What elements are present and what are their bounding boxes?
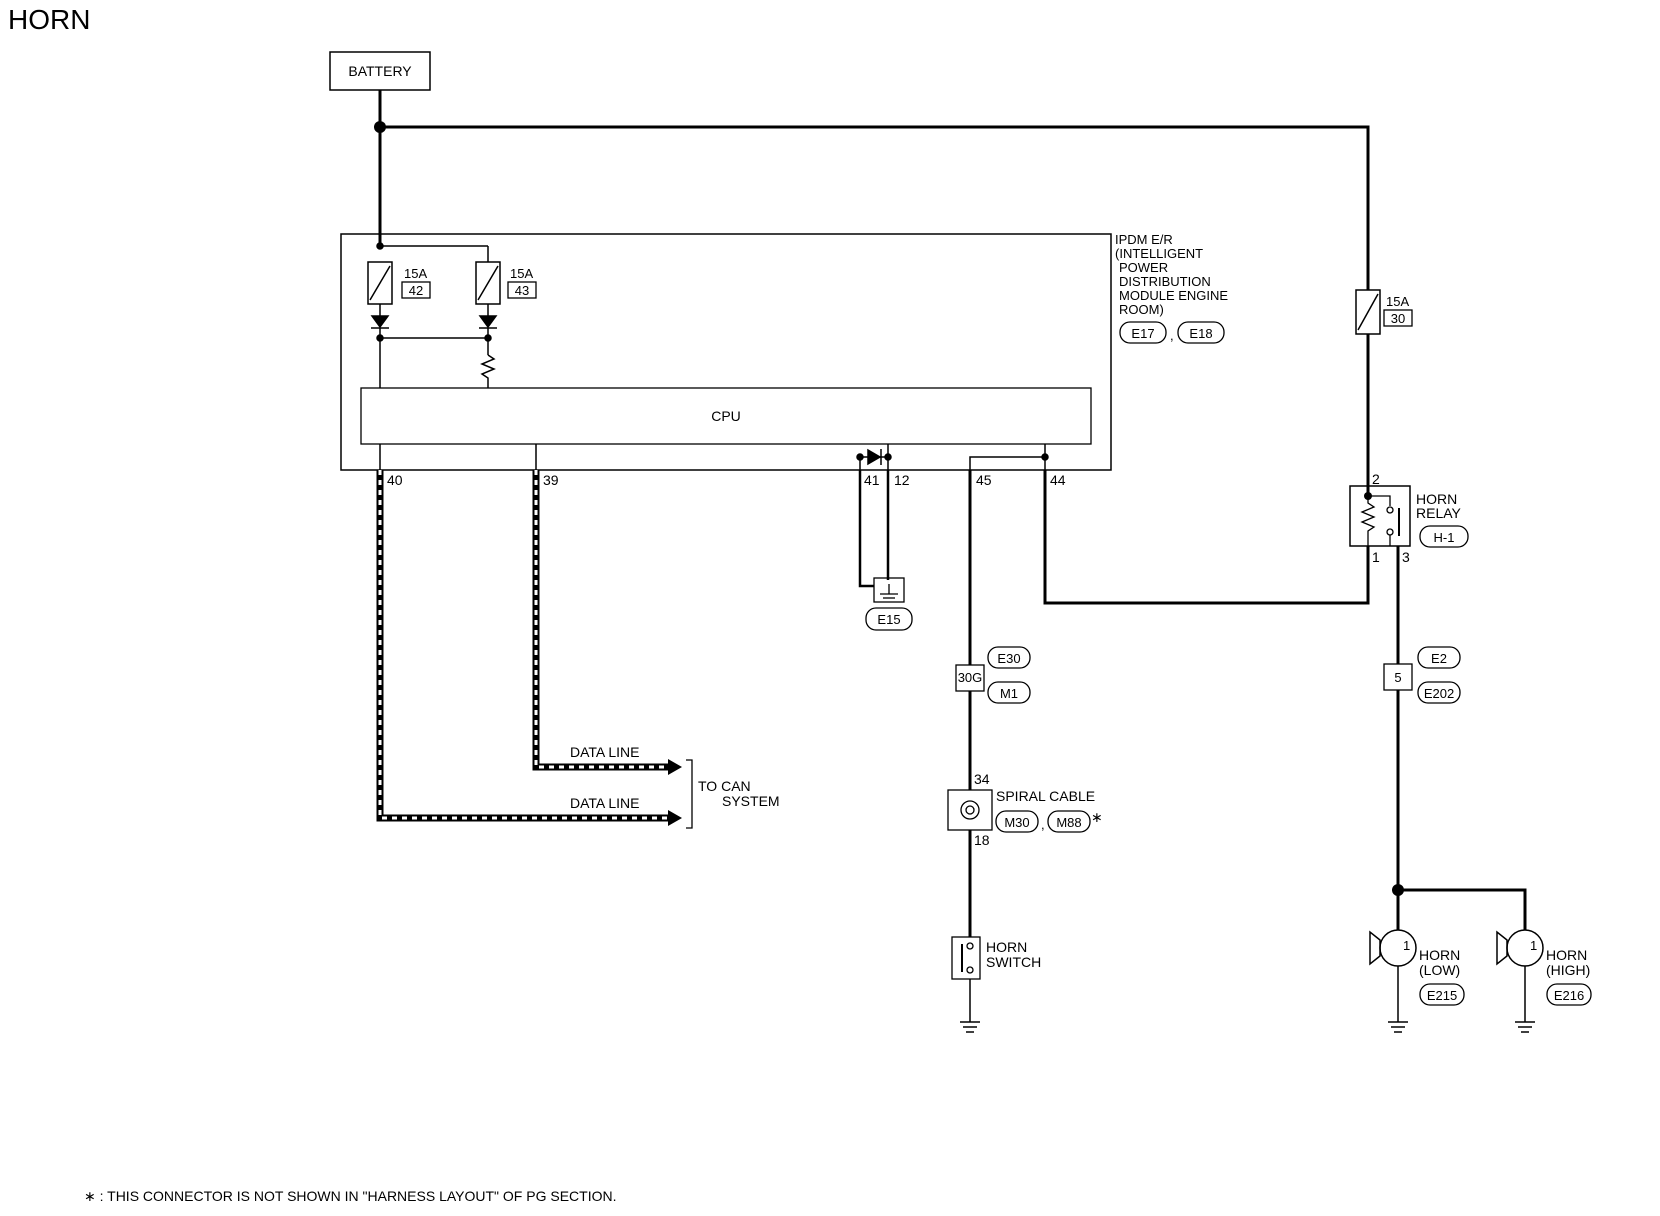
internal-fuses — [367, 242, 501, 388]
fuse-42-label: 15A 42 — [401, 266, 431, 299]
svg-text:,: , — [1041, 817, 1045, 832]
fuse-42-rating: 15A — [404, 266, 427, 281]
fuse-43-rating: 15A — [510, 266, 533, 281]
ipdm-line-5: ROOM) — [1119, 302, 1164, 317]
battery: BATTERY — [329, 51, 431, 91]
horn-low-line-0: HORN — [1419, 947, 1460, 963]
cpu-label: CPU — [711, 408, 741, 424]
junction-e30-pin: 30G — [958, 670, 983, 685]
data-line-1-label: DATA LINE — [570, 744, 640, 760]
horn-high-connector: E216 — [1554, 988, 1584, 1003]
pin-41: 41 — [864, 472, 880, 488]
horn-relay — [1043, 470, 1527, 930]
junction-e30-top: E30 — [997, 651, 1020, 666]
cpu-pin-leads — [379, 444, 1049, 470]
horn-relay-label: 2 1 3 HORN RELAY H-1 — [1372, 471, 1469, 565]
pin-44: 44 — [1050, 472, 1066, 488]
ipdm-label: IPDM E/R (INTELLIGENT POWER DISTRIBUTION… — [1115, 232, 1228, 317]
ipdm-line-4: MODULE ENGINE — [1119, 288, 1228, 303]
page-title: HORN — [8, 4, 91, 35]
to-can-line-1: SYSTEM — [722, 793, 780, 809]
horn-relay-line-0: HORN — [1416, 491, 1457, 507]
junction-e30-bottom: M1 — [1000, 686, 1018, 701]
data-line-2-label: DATA LINE — [570, 795, 640, 811]
spiral-pin-top: 34 — [974, 771, 990, 787]
ipdm-line-1: (INTELLIGENT — [1115, 246, 1203, 261]
ground-e15 — [858, 470, 913, 631]
horn-relay-line-1: RELAY — [1416, 505, 1462, 521]
ipdm-er-box — [340, 233, 1112, 471]
spiral-cable: 34 18 SPIRAL CABLE M30 , M88 ∗ — [974, 771, 1103, 848]
fuse-30-number: 30 — [1391, 311, 1405, 326]
relay-pin-3: 3 — [1402, 549, 1410, 565]
horn-switch-circuit — [947, 470, 993, 1033]
horn-relay-connector: H-1 — [1434, 530, 1455, 545]
spiral-connector-m88: M88 — [1056, 815, 1081, 830]
pin-40: 40 — [387, 472, 403, 488]
horn-low-label: 1 HORN (LOW) E215 — [1403, 938, 1465, 1006]
horn-low — [1369, 929, 1417, 1033]
spiral-connector-m30: M30 — [1004, 815, 1029, 830]
ipdm-line-3: DISTRIBUTION — [1119, 274, 1211, 289]
ipdm-pins: 40 39 41 12 45 44 — [387, 472, 1066, 488]
horn-high-line-0: HORN — [1546, 947, 1587, 963]
junction-e2: 5 E2 E202 — [1394, 646, 1461, 704]
ipdm-connector-e18: E18 — [1189, 326, 1212, 341]
horn-high-pin: 1 — [1530, 938, 1537, 953]
fuse-42-number: 42 — [409, 283, 423, 298]
svg-text:,: , — [1170, 328, 1174, 343]
spiral-cable-label: SPIRAL CABLE — [996, 788, 1095, 804]
fuse-43-label: 15A 43 — [507, 266, 537, 299]
junction-e30: 30G E30 M1 — [958, 646, 1031, 704]
horn-low-pin: 1 — [1403, 938, 1410, 953]
ipdm-line-2: POWER — [1119, 260, 1168, 275]
horn-low-connector: E215 — [1427, 988, 1457, 1003]
footnote: ∗ : THIS CONNECTOR IS NOT SHOWN IN "HARN… — [84, 1188, 617, 1204]
pin-45: 45 — [976, 472, 992, 488]
to-can-line-0: TO CAN — [698, 778, 751, 794]
junction-e2-pin: 5 — [1394, 670, 1401, 685]
can-data-lines — [376, 470, 693, 829]
junction-e2-bottom: E202 — [1424, 686, 1454, 701]
ground-e15-label: E15 — [877, 612, 900, 627]
spiral-pin-bottom: 18 — [974, 832, 990, 848]
fuse-30-label: 15A 30 — [1383, 294, 1413, 327]
ipdm-line-0: IPDM E/R — [1115, 232, 1173, 247]
relay-pin-2: 2 — [1372, 471, 1380, 487]
horn-low-line-1: (LOW) — [1419, 962, 1460, 978]
fuse-43-number: 43 — [515, 283, 529, 298]
horn-high-label: 1 HORN (HIGH) E216 — [1530, 938, 1592, 1006]
spiral-asterisk: ∗ — [1091, 809, 1103, 825]
battery-label: BATTERY — [348, 63, 412, 79]
horn-high — [1496, 929, 1544, 1033]
battery-wires — [374, 90, 1370, 290]
fuse-30 — [1355, 289, 1381, 496]
fuse-30-rating: 15A — [1386, 294, 1409, 309]
ipdm-connectors: E17 , E18 — [1119, 321, 1225, 344]
ipdm-connector-e17: E17 — [1131, 326, 1154, 341]
pin-39: 39 — [543, 472, 559, 488]
horn-switch-line-0: HORN — [986, 939, 1027, 955]
horn-high-line-1: (HIGH) — [1546, 962, 1590, 978]
horn-switch-label: HORN SWITCH — [986, 939, 1041, 970]
horn-switch-line-1: SWITCH — [986, 954, 1041, 970]
junction-e2-top: E2 — [1431, 651, 1447, 666]
pin-12: 12 — [894, 472, 910, 488]
relay-pin-1: 1 — [1372, 549, 1380, 565]
can-labels: DATA LINE DATA LINE TO CAN SYSTEM — [570, 744, 780, 811]
cpu-block: CPU — [360, 387, 1092, 445]
